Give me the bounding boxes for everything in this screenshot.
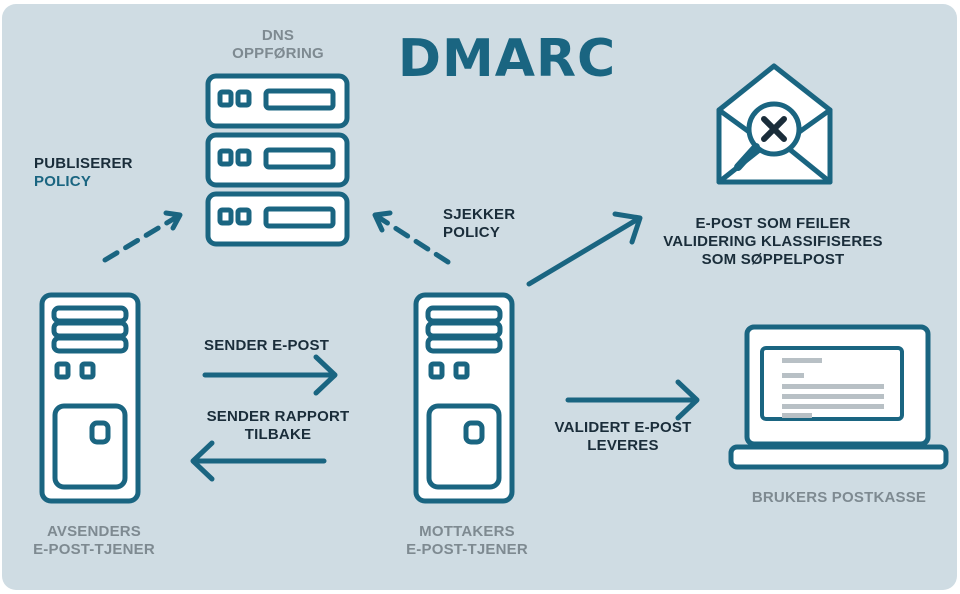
publish-policy-line2: POLICY <box>34 173 92 190</box>
dns-label-line1: DNS <box>261 27 295 44</box>
check-policy-label: SJEKKER POLICY <box>443 206 515 242</box>
inbox-label: BRUKERS POSTKASSE <box>734 489 944 507</box>
check-policy-arrow <box>372 210 451 265</box>
spam-envelope-icon <box>716 63 833 185</box>
spam-label-line3: SOM SØPPELPOST <box>701 251 845 268</box>
dns-rack-unit <box>205 132 350 188</box>
validated-delivery-arrow <box>565 379 700 421</box>
dns-label: DNS OPPFØRING <box>208 27 348 63</box>
receiver-label-line2: E-POST-TJENER <box>406 541 528 558</box>
spam-label-line1: E-POST SOM FEILER <box>695 215 851 232</box>
spam-label-line2: VALIDERING KLASSIFISERES <box>663 233 883 250</box>
dns-label-line2: OPPFØRING <box>232 45 324 62</box>
spam-classification-arrow <box>526 211 643 287</box>
send-report-label: SENDER RAPPORT TILBAKE <box>198 408 358 444</box>
x-mark-icon <box>761 116 787 142</box>
receiver-server-label: MOTTAKERS E-POST-TJENER <box>386 523 548 559</box>
send-report-line1: SENDER RAPPORT <box>206 408 350 425</box>
publish-policy-arrow <box>102 210 183 263</box>
validated-delivery-label: VALIDERT E-POST LEVERES <box>545 419 701 455</box>
validated-line1: VALIDERT E-POST <box>554 419 692 436</box>
sender-label-line2: E-POST-TJENER <box>33 541 155 558</box>
dns-rack-unit <box>205 73 350 129</box>
diagram-title: DMARC <box>397 29 617 89</box>
send-mail-line1: SENDER E-POST <box>204 337 330 354</box>
send-report-line2: TILBAKE <box>244 426 312 443</box>
publish-policy-line1: PUBLISERER <box>34 155 133 172</box>
sender-server-icon <box>39 292 141 504</box>
spam-classification-label: E-POST SOM FEILER VALIDERING KLASSIFISER… <box>642 215 904 269</box>
send-mail-arrow <box>202 354 338 396</box>
inbox-message-lines <box>782 358 884 418</box>
sender-server-label: AVSENDERS E-POST-TJENER <box>14 523 174 559</box>
send-report-arrow <box>190 440 327 482</box>
send-mail-label: SENDER E-POST <box>204 337 329 355</box>
dns-rack-unit <box>205 191 350 247</box>
laptop-inbox-icon <box>728 324 949 470</box>
dns-server-rack-icon <box>205 73 350 247</box>
publish-policy-label: PUBLISERER POLICY <box>34 155 133 191</box>
check-policy-line1: SJEKKER <box>443 206 516 223</box>
inbox-label-text: BRUKERS POSTKASSE <box>751 489 927 506</box>
receiver-server-icon <box>413 292 515 504</box>
check-policy-line2: POLICY <box>443 224 501 241</box>
receiver-label-line1: MOTTAKERS <box>419 523 515 540</box>
validated-line2: LEVERES <box>587 437 659 454</box>
sender-label-line1: AVSENDERS <box>46 523 142 540</box>
